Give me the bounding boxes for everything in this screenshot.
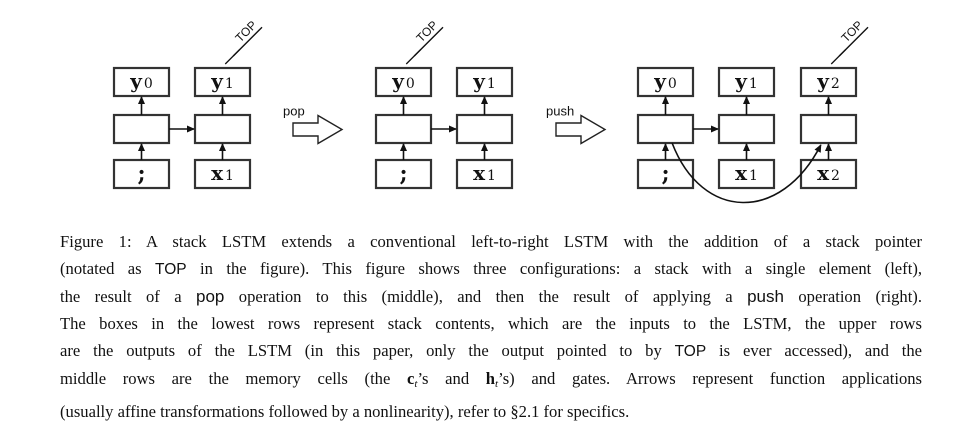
- caption-line: (usually affine transformations followed…: [60, 398, 922, 425]
- caption-line: middle rows are the memory cells (the ct…: [60, 365, 922, 398]
- input-box: [717, 158, 776, 190]
- caption-text: middle rows are the memory cells (the: [60, 369, 407, 388]
- pop-operation-arrow: pop: [283, 104, 344, 145]
- caption-text: operation to this (middle), and then the…: [224, 287, 748, 306]
- push-operation-arrow-icon: [555, 114, 607, 145]
- memory-cell-box: [799, 113, 858, 145]
- output-box: [455, 66, 514, 98]
- input-label: ;: [661, 161, 669, 187]
- top-pointer-label: TOP: [232, 18, 259, 45]
- top-pointer-label: TOP: [413, 18, 440, 45]
- caption-term: c: [407, 369, 415, 388]
- push-skip-arrow: [671, 142, 822, 204]
- caption-text: (notated as: [60, 259, 156, 278]
- figure-caption: Figure 1: A stack LSTM extends a convent…: [60, 228, 922, 425]
- caption-term: t: [495, 378, 499, 390]
- caption-text: ’s and: [417, 369, 486, 388]
- caption-term: t: [414, 378, 418, 390]
- caption-text: are the outputs of the LSTM (in this pap…: [60, 341, 675, 360]
- caption-line: The boxes in the lowest rows represent s…: [60, 310, 922, 337]
- top-pointer: TOP: [224, 18, 263, 65]
- caption-text: Figure 1: A stack LSTM extends a convent…: [60, 232, 922, 251]
- top-pointer: TOP: [405, 18, 444, 65]
- memory-cell-box: [374, 113, 433, 145]
- caption-term: TOP: [155, 261, 187, 278]
- pop-operation-arrow-label: pop: [283, 104, 305, 119]
- memory-cell-box: [636, 113, 695, 145]
- output-box: [636, 66, 695, 98]
- caption-term: h: [485, 369, 496, 388]
- caption-text: is ever accessed), and the: [706, 341, 922, 360]
- output-box: [193, 66, 252, 98]
- caption-term: push: [747, 287, 784, 306]
- push-operation-arrow-label: push: [546, 104, 574, 119]
- output-box: [717, 66, 776, 98]
- push-operation-arrow: push: [546, 104, 607, 145]
- top-pointer-arrowhead-icon: [224, 49, 241, 65]
- caption-line: are the outputs of the LSTM (in this pap…: [60, 337, 922, 365]
- caption-text: ’s) and gates. Arrows represent function…: [498, 369, 922, 388]
- caption-text: operation (right).: [783, 287, 922, 306]
- top-pointer: TOP: [830, 18, 869, 65]
- top-pointer-label: TOP: [838, 18, 865, 45]
- top-pointer-arrowhead-icon: [405, 49, 422, 65]
- caption-line: the result of a pop operation to this (m…: [60, 283, 922, 310]
- caption-term: TOP: [674, 343, 707, 360]
- memory-cell-box: [717, 113, 776, 145]
- memory-cell-box: [455, 113, 514, 145]
- input-box: [374, 158, 433, 190]
- input-label: ;: [399, 161, 407, 187]
- input-label: ;: [137, 161, 145, 187]
- caption-text: (usually affine transformations followed…: [60, 402, 630, 421]
- top-pointer-arrowhead-icon: [830, 49, 847, 65]
- pop-operation-arrow-icon: [292, 114, 344, 145]
- caption-text: in the figure). This figure shows three …: [186, 259, 922, 278]
- memory-cell-box: [193, 113, 252, 145]
- caption-line: (notated as TOP in the figure). This fig…: [60, 255, 922, 283]
- memory-cell-box: [112, 113, 171, 145]
- caption-text: The boxes in the lowest rows represent s…: [60, 314, 922, 333]
- caption-term: pop: [195, 287, 225, 306]
- caption-text: the result of a: [60, 287, 196, 306]
- caption-line: Figure 1: A stack LSTM extends a convent…: [60, 228, 922, 255]
- output-box: [799, 66, 858, 98]
